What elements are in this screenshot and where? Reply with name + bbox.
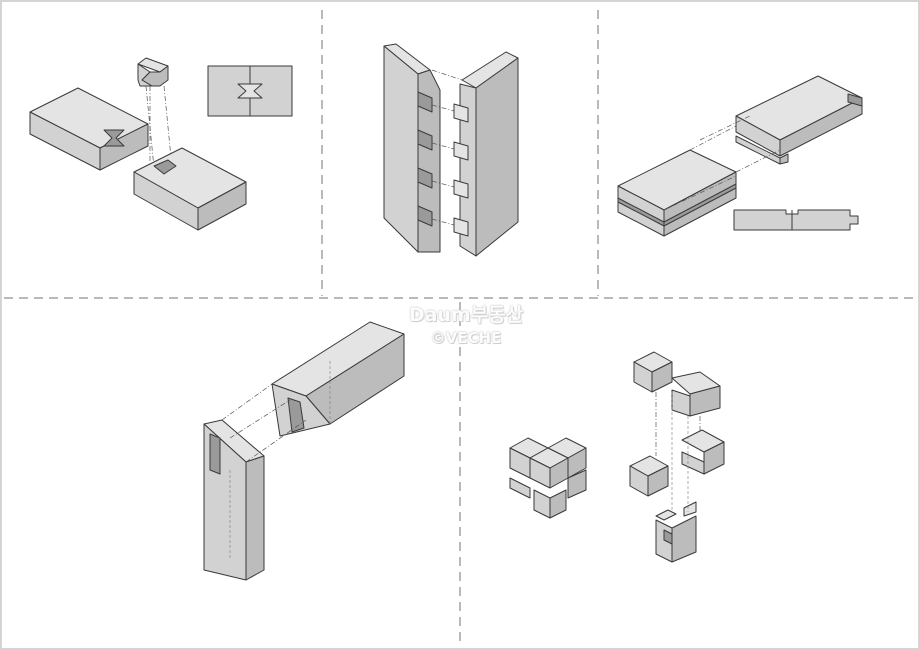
bowtie-key [137,57,169,87]
watermark: Daum부동산 ©VECHE [396,300,536,356]
assembled-cross [509,437,587,519]
dovetail-teeth-right [453,103,469,237]
watermark-brand: Daum부동산 [408,304,524,326]
left-block [29,87,149,171]
upper-lap-piece [633,351,721,417]
right-block [133,147,247,231]
lower-post-piece [655,501,697,563]
upper-board [735,75,863,165]
vertical-post [203,419,265,581]
butterfly-plan-view [207,65,293,117]
panel-dividers [4,10,916,646]
splice-section-profile [733,209,859,231]
watermark-credit: ©VECHE [430,329,502,347]
panel-tongue-and-groove-splice-joint [617,75,863,237]
panel-butterfly-key-joint [29,57,293,231]
dovetail-teeth-left [417,91,433,227]
panel-mitered-bridle-corner-joint [203,321,405,581]
middle-lap-piece [629,429,725,497]
panel-three-way-cross-lap-joint [509,351,725,563]
panel-sliding-dovetail-corner-joint [383,43,519,257]
horizontal-beam [271,321,405,437]
lower-board [617,149,737,237]
